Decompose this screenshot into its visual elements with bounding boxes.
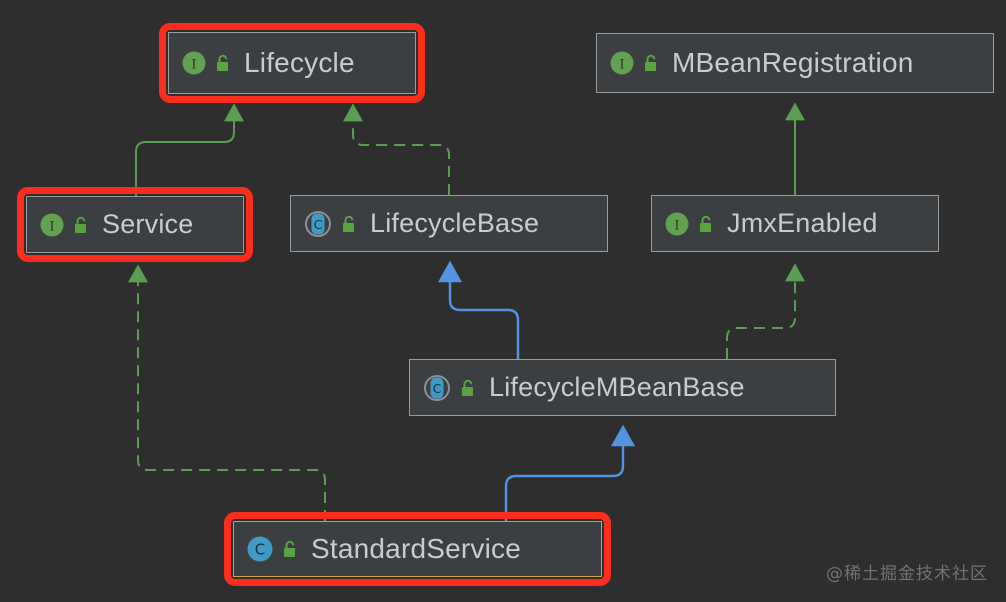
node-label: LifecycleBase	[370, 208, 540, 238]
svg-text:I: I	[619, 58, 624, 73]
interface-icon: I	[182, 51, 206, 75]
edge-standardservice-to-service	[128, 264, 326, 521]
svg-text:C: C	[433, 381, 442, 396]
node-icon-group: I	[181, 50, 232, 76]
node-icon-group: I	[664, 211, 715, 237]
node-icon-group: C	[422, 374, 477, 401]
class-node-service[interactable]: I Service	[26, 196, 244, 253]
edge-lifecyclembeanbase-to-lifecyclebase	[438, 260, 520, 359]
interface-icon: I	[610, 51, 634, 75]
unlock-icon	[462, 379, 473, 396]
node-icon-group: C	[303, 210, 358, 237]
abstract-class-icon: C	[305, 210, 331, 237]
node-label: JmxEnabled	[727, 208, 878, 238]
svg-text:C: C	[314, 217, 323, 232]
class-icon: C	[247, 536, 273, 562]
class-node-jmx-enabled[interactable]: I JmxEnabled	[651, 195, 939, 252]
watermark: @稀土掘金技术社区	[826, 564, 988, 584]
unlock-icon	[284, 540, 295, 557]
edge-lifecyclembeanbase-to-jmxenabled	[726, 263, 805, 359]
svg-text:I: I	[674, 218, 679, 233]
node-icon-group: I	[609, 50, 660, 76]
svg-text:I: I	[49, 219, 54, 234]
class-node-standard-service[interactable]: C StandardService	[233, 521, 602, 577]
node-label: Lifecycle	[244, 47, 355, 78]
unlock-icon	[343, 215, 354, 232]
node-label: MBeanRegistration	[672, 47, 914, 78]
unlock-icon	[645, 54, 656, 71]
unlock-icon	[700, 215, 711, 232]
class-node-lifecycle-mbean-base[interactable]: C LifecycleMBeanBase	[409, 359, 836, 416]
interface-icon: I	[40, 213, 64, 236]
node-icon-group: C	[246, 535, 299, 563]
class-node-lifecycle[interactable]: I Lifecycle	[168, 32, 416, 94]
node-label: LifecycleMBeanBase	[489, 372, 745, 402]
unlock-icon	[217, 54, 228, 71]
svg-text:C: C	[255, 541, 265, 559]
node-label: StandardService	[311, 533, 522, 564]
class-node-lifecycle-base[interactable]: C LifecycleBase	[290, 195, 608, 252]
svg-text:I: I	[191, 58, 196, 73]
edge-standardservice-to-lifecyclembeanbase	[504, 424, 635, 521]
edge-lifecyclebase-to-lifecycle	[343, 103, 450, 195]
unlock-icon	[75, 216, 86, 233]
edge-service-to-lifecycle	[135, 103, 244, 196]
node-icon-group: I	[39, 212, 90, 238]
abstract-class-icon: C	[424, 374, 450, 401]
interface-icon: I	[665, 212, 689, 235]
class-node-mbean-registration[interactable]: I MBeanRegistration	[596, 33, 994, 93]
node-label: Service	[102, 209, 194, 239]
